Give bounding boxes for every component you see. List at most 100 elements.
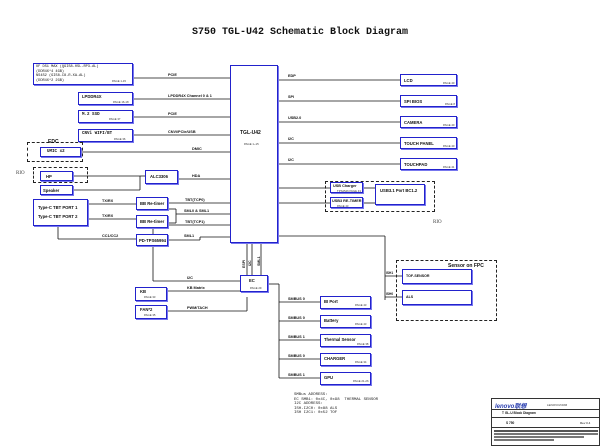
kb-page: PAGE 33 xyxy=(144,295,156,299)
thermal-sensor-block[interactable]: Thermal Sensor PAGE 38 xyxy=(320,334,371,347)
ec-label: EC xyxy=(249,278,255,283)
usb-retimer-block[interactable]: USB3 RE-TIMER PAGE 43 xyxy=(330,197,363,208)
spi-bios-page: PAGE 8 xyxy=(445,102,455,106)
touchpad-label: TOUCHPAD xyxy=(404,162,428,167)
cpu-page: PAGE 1~15 xyxy=(244,142,259,146)
cpu-label: TGL-U42 xyxy=(240,130,261,136)
tof-sensor-block[interactable]: TOF-SENSOR xyxy=(402,269,472,284)
usb-port-label: USB3.1 Port BC1.2 xyxy=(380,188,418,193)
battery-block[interactable]: Battery PAGE 43 xyxy=(320,315,371,328)
wifi-block[interactable]: CNVi WIFI/BT PAGE 36 xyxy=(78,129,133,142)
touchpad-page: PAGE 41 xyxy=(443,165,455,169)
retimer-2-label: BB Re-timer xyxy=(140,219,165,224)
bi-port-block[interactable]: BI Port PAGE 43 xyxy=(320,296,371,309)
fan-page: PAGE 35 xyxy=(144,313,156,317)
signal-tbt-tcp1: TBT(TCP1) xyxy=(185,220,205,224)
ec-block[interactable]: EC PAGE 29 xyxy=(240,275,268,292)
wifi-page: PAGE 36 xyxy=(114,137,126,141)
gpu-block[interactable]: GPU PAGE 21-26 xyxy=(320,372,371,385)
pd-label: PD-TPS65994 xyxy=(139,238,166,243)
smbus-label-3: SMBUS 0 xyxy=(288,354,305,358)
model-name: S 750 xyxy=(506,421,515,425)
charger-page: PAGE 34 xyxy=(355,360,367,364)
cpu-block[interactable]: TGL-U42 PAGE 1~15 xyxy=(230,65,278,243)
m2-ssd-label: M.2 SSD xyxy=(82,113,100,117)
memory-line-4: (DDR4X*2 2GB) xyxy=(36,78,65,83)
dmic-label: UMIC x2 xyxy=(47,150,65,154)
memory-page: PAGE 1-15 xyxy=(112,79,126,83)
signal-sml0-sml1: SML0 & SML1 xyxy=(184,209,210,213)
doc-title: T GL-U Block Diagram xyxy=(502,411,536,415)
sensor-bus-ish1: ISH1 xyxy=(386,271,394,275)
lpddr-label: LPDDR4X xyxy=(82,94,102,99)
memory-line-2: (DDR4X*4 4GB) xyxy=(36,69,65,74)
camera-block[interactable]: CAMERA PAGE 40 xyxy=(400,116,457,128)
signal-edp: EDP xyxy=(288,74,296,78)
lcd-block[interactable]: LCD PAGE 40 xyxy=(400,74,457,86)
retimer-2-block[interactable]: BB Re-timer xyxy=(136,215,168,228)
als-block[interactable]: ALS xyxy=(402,290,472,305)
touchpad-block[interactable]: TOUCHPAD PAGE 41 xyxy=(400,158,457,170)
kb-label: KB xyxy=(140,289,147,294)
signal-spi: SPI xyxy=(288,95,295,99)
bi-port-label: BI Port xyxy=(324,299,338,304)
fan-block[interactable]: FAN*2 PAGE 35 xyxy=(135,305,167,319)
spi-bios-label: SPI BIOS xyxy=(404,99,423,104)
usb-retimer-page: PAGE 43 xyxy=(337,203,349,208)
usb-charger-block[interactable]: USB Charger TPS2546 PAGE 43 xyxy=(330,182,363,193)
gpu-page: PAGE 21-26 xyxy=(353,379,369,383)
lpddr-block[interactable]: LPDDR4X PAGE 16-18 xyxy=(78,92,133,105)
usb-port-block[interactable]: USB3.1 Port BC1.2 xyxy=(375,184,425,205)
touch-panel-page: PAGE 40 xyxy=(443,144,455,148)
sensor-fpc-group xyxy=(396,260,497,321)
signal-lpddr: LPDDR4X Channel 0 & 1 xyxy=(168,94,212,98)
hp-block[interactable]: HP xyxy=(40,171,73,181)
signal-pcie-1: PCIE xyxy=(168,73,177,77)
signal-usb20: USB2.0 xyxy=(288,116,302,120)
sensor-bus-ish0: ISH0 xyxy=(386,292,394,296)
fan-label: FAN*2 xyxy=(140,307,153,312)
signal-hda: HDA xyxy=(192,174,201,178)
signal-i2c-touchpad: I2C xyxy=(288,158,294,162)
ec-link-i2c: I2C xyxy=(248,260,252,266)
revision: Rev 0.4 xyxy=(580,421,591,425)
signal-ec-i2c: I2C xyxy=(187,276,193,280)
m2-ssd-block[interactable]: M.2 SSD PAGE 37 xyxy=(78,110,133,123)
edc-group xyxy=(27,142,83,162)
address-notes: SMBus ADDRESS: EC SMB1: 0x4C, 0x98 THERM… xyxy=(294,393,379,415)
ec-page: PAGE 29 xyxy=(250,286,262,290)
typec-port-1[interactable]: Type-C TBT PORT 1 xyxy=(38,205,78,210)
typec-port-2[interactable]: Type-C TBT PORT 2 xyxy=(38,214,78,219)
spi-bios-block[interactable]: SPI BIOS PAGE 8 xyxy=(400,95,457,107)
speaker-block[interactable]: Speaker xyxy=(40,185,73,195)
ec-link-espi: ESPI xyxy=(242,259,246,268)
battery-label: Battery xyxy=(324,318,339,323)
signal-txrx-1: TX/RX xyxy=(102,199,114,203)
edc-group-label: EDC xyxy=(48,139,59,145)
hp-label: HP xyxy=(46,174,52,179)
lcd-page: PAGE 40 xyxy=(443,81,455,85)
speaker-label: Speaker xyxy=(43,188,60,193)
touch-panel-block[interactable]: TOUCH PANEL PAGE 40 xyxy=(400,137,457,149)
m2-ssd-page: PAGE 37 xyxy=(109,117,121,121)
signal-cnvi: CNVi/PCIe/USB xyxy=(168,130,196,134)
retimer-1-block[interactable]: BB Re-timer xyxy=(136,197,168,210)
usb-group xyxy=(325,181,435,212)
typec-block[interactable]: Type-C TBT PORT 1 Type-C TBT PORT 2 xyxy=(33,199,88,226)
signal-cc1-cc2: CC1/CC2 xyxy=(102,234,119,238)
battery-page: PAGE 43 xyxy=(355,322,367,326)
smbus-label-0: SMBUS 0 xyxy=(288,297,305,301)
sensor-fpc-title: Sensor on FPC xyxy=(448,263,484,269)
signal-sml1-pd: SML1 xyxy=(184,234,195,238)
signal-pcie-2: PCIE xyxy=(168,112,177,116)
codec-block[interactable]: ALC3306 xyxy=(145,170,178,184)
kb-block[interactable]: KB PAGE 33 xyxy=(135,287,167,301)
smbus-label-2: SMBUS 1 xyxy=(288,335,305,339)
usb-retimer-label: USB3 RE-TIMER xyxy=(332,198,362,203)
pd-block[interactable]: PD-TPS65994 xyxy=(136,234,168,246)
charger-block[interactable]: CHARGER PAGE 34 xyxy=(320,353,371,366)
dmic-block[interactable]: UMIC x2 xyxy=(40,147,81,157)
memory-line-3: NS4S2 (GIS8-C8-R-XA-AL) xyxy=(36,74,86,78)
memory-config-block[interactable]: UF DS1 MAX (QGIS8-0SL-RP3-AL) (DDR4X*4 4… xyxy=(33,63,133,85)
